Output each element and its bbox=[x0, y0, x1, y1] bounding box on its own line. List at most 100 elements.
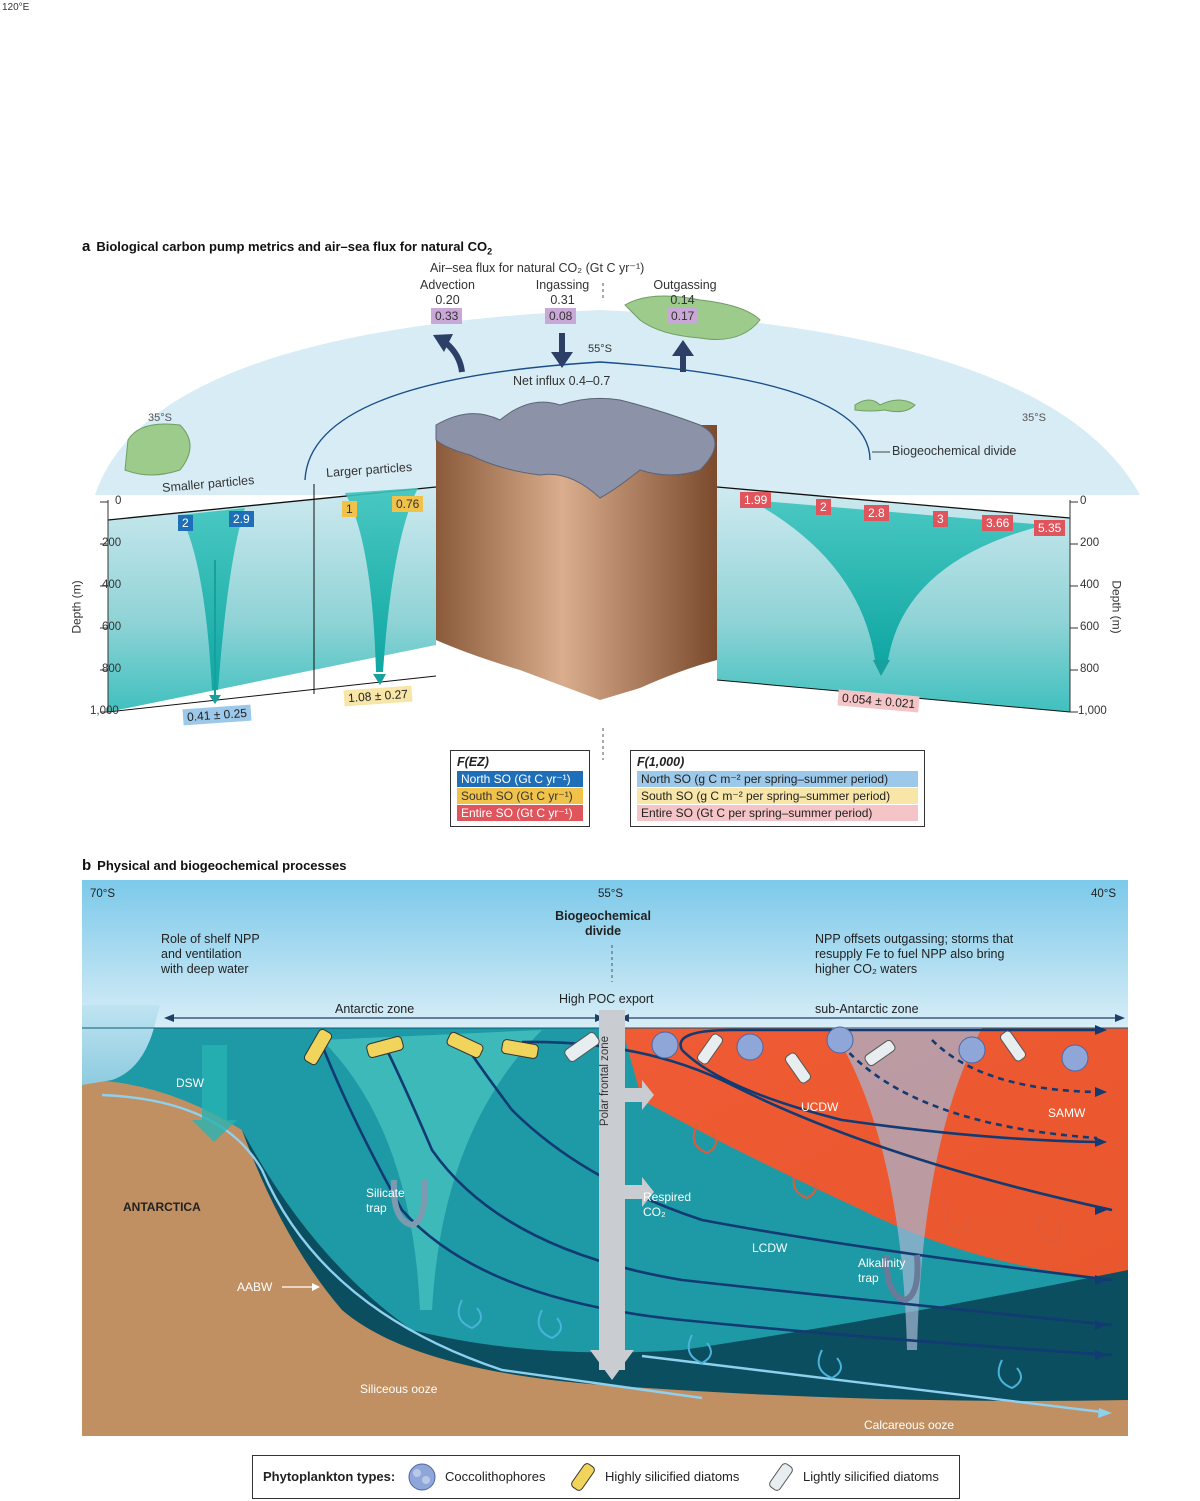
ucdw-label: UCDW bbox=[801, 1100, 839, 1114]
siliceous-ooze-label: Siliceous ooze bbox=[360, 1382, 438, 1396]
antarctic-zone-label: Antarctic zone bbox=[335, 1002, 415, 1016]
funnel-north-arrow bbox=[209, 695, 221, 704]
panel-b-letter: b bbox=[82, 857, 92, 874]
phytoplankton-legend: Phytoplankton types: Coccolithophores Hi… bbox=[252, 1455, 960, 1499]
south-value-1: 1 bbox=[342, 501, 357, 517]
depth-tick-right-0: 0 bbox=[1080, 495, 1087, 507]
silicate-trap-label-2: trap bbox=[366, 1201, 387, 1215]
polar-frontal-zone-column bbox=[599, 1010, 625, 1370]
antarctica-cylinder bbox=[436, 425, 717, 700]
antarctica-top bbox=[435, 397, 716, 499]
ingassing-value: 0.31 bbox=[550, 293, 575, 307]
entire-value-4: 3 bbox=[933, 511, 948, 527]
biogeochemical-divide-label-b-1: Biogeochemical bbox=[555, 909, 651, 923]
panel-a-title-text: Biological carbon pump metrics and air–s… bbox=[96, 239, 488, 254]
alkalinity-trap-label-2: trap bbox=[858, 1271, 879, 1285]
alkalinity-trap-arrow bbox=[883, 1254, 921, 1304]
advection-value: 0.20 bbox=[435, 293, 460, 307]
lat-55-label-b: 55°S bbox=[598, 888, 624, 900]
ucdw-upper-line bbox=[679, 1028, 1097, 1051]
bottom-eddy-4 bbox=[817, 1349, 842, 1380]
legend-fez-title: F(EZ) bbox=[457, 755, 489, 769]
lcdw-line-4 bbox=[320, 1044, 1113, 1357]
coccolithophore-4 bbox=[958, 1036, 986, 1064]
polar-frontal-zone-label: Polar frontal zone bbox=[599, 1035, 612, 1127]
panel-b-diagram bbox=[82, 880, 1128, 1436]
dsw-label: DSW bbox=[176, 1076, 204, 1090]
outgassing-label: Outgassing bbox=[653, 278, 717, 292]
lightly-silicified-diatom-5 bbox=[999, 1030, 1027, 1062]
outgassing-value: 0.14 bbox=[670, 293, 695, 307]
depth-tick-right-800: 800 bbox=[1080, 663, 1100, 675]
funnel-south bbox=[345, 488, 418, 672]
warm-eddy-2 bbox=[792, 1169, 817, 1200]
respired-co2-arrow-2 bbox=[625, 1177, 654, 1207]
antarctica-label: ANTARCTICA bbox=[123, 1200, 201, 1214]
panel-a-diagram bbox=[95, 283, 1140, 760]
lat-35-right-label: 35°S bbox=[1022, 412, 1046, 424]
advection-label: Advection bbox=[420, 278, 475, 292]
depth-ticks-left bbox=[100, 500, 109, 713]
subantarctic-zone-label: sub-Antarctic zone bbox=[815, 1002, 919, 1016]
silicate-trap-arrow bbox=[390, 1179, 428, 1229]
highly-silicified-diatoms-legend-label: Highly silicified diatoms bbox=[605, 1469, 740, 1484]
depth-tick-left-800: 800 bbox=[102, 663, 122, 675]
phytoplankton-symbols bbox=[303, 1026, 1089, 1084]
bottom-eddy-2 bbox=[537, 1309, 562, 1340]
depth-tick-right-400: 400 bbox=[1080, 579, 1100, 591]
legend-f1000-north: North SO (g C m⁻² per spring–summer peri… bbox=[637, 771, 918, 787]
entire-value-6: 5.35 bbox=[1034, 520, 1066, 536]
lightly-silicified-diatom-2 bbox=[696, 1033, 724, 1065]
npp-text-3: higher CO₂ waters bbox=[815, 962, 918, 976]
legend-fez-south: South SO (Gt C yr⁻¹) bbox=[457, 788, 583, 804]
legend-f1000-entire: Entire SO (Gt C per spring–summer period… bbox=[637, 805, 918, 821]
depth-axis-label-left: Depth (m) bbox=[69, 580, 84, 634]
calcareous-ooze-label: Calcareous ooze bbox=[864, 1418, 955, 1432]
funnel-north bbox=[180, 508, 245, 690]
lcdw-label: LCDW bbox=[752, 1241, 788, 1255]
panel-a-title: a Biological carbon pump metrics and air–… bbox=[82, 238, 492, 257]
highly-silicified-diatom-4 bbox=[501, 1039, 539, 1059]
net-influx-label: Net influx 0.4–0.7 bbox=[513, 374, 611, 388]
bottom-eddy-3 bbox=[687, 1334, 712, 1365]
warm-eddy-3 bbox=[945, 1204, 970, 1235]
coccolithophore-1 bbox=[651, 1031, 679, 1059]
coccolithophore-3 bbox=[826, 1026, 854, 1054]
silicate-trap-label-1: Silicate bbox=[366, 1186, 405, 1200]
respired-co2-label-1: Respired bbox=[643, 1190, 692, 1204]
legend-f1000-south: South SO (g C m⁻² per spring–summer peri… bbox=[637, 788, 918, 804]
lat-40-label: 40°S bbox=[1091, 888, 1117, 900]
high-poc-export-label: High POC export bbox=[559, 992, 654, 1006]
silicate-export-funnel bbox=[322, 1030, 542, 1310]
highly-silicified-diatom-icon bbox=[571, 1463, 595, 1491]
shelf-sinking-arrow bbox=[192, 1045, 237, 1142]
lcdw-line-2 bbox=[460, 1039, 1113, 1282]
ingassing-boxed-value: 0.08 bbox=[545, 308, 577, 324]
samw-dashed-1 bbox=[931, 1039, 1098, 1094]
highly-silicified-diatom-2 bbox=[366, 1035, 404, 1059]
lat-35-left-label: 35°S bbox=[148, 412, 172, 424]
lightly-silicified-diatom-3 bbox=[784, 1052, 812, 1084]
africa-landmass bbox=[124, 423, 191, 476]
nz-landmass bbox=[854, 399, 916, 413]
lightly-silicified-diatom-4 bbox=[864, 1039, 896, 1067]
panel-a-title-sub: 2 bbox=[487, 246, 493, 257]
coccolithophore-icon bbox=[408, 1463, 436, 1491]
panel-a-letter: a bbox=[82, 238, 91, 255]
corner-longitude-label: 120°E bbox=[2, 2, 30, 13]
funnel-south-arrow bbox=[373, 674, 386, 685]
lightly-silicified-diatom-1 bbox=[564, 1032, 600, 1062]
entire-value-2: 2 bbox=[816, 499, 831, 515]
shelf-text-3: with deep water bbox=[161, 962, 249, 976]
samw-dashed-2 bbox=[841, 1044, 1098, 1140]
depth-tick-right-1000: 1,000 bbox=[1078, 705, 1107, 717]
depth-tick-left-200: 200 bbox=[102, 537, 122, 549]
ucdw-loop-line bbox=[681, 1049, 1098, 1144]
npp-text-2: resupply Fe to fuel NPP also bring bbox=[815, 947, 1005, 961]
outgassing-boxed-value: 0.17 bbox=[667, 308, 699, 324]
lat-70-label: 70°S bbox=[90, 888, 116, 900]
funnel-entire bbox=[750, 500, 1045, 660]
warm-eddy-1 bbox=[692, 1124, 717, 1155]
lightly-silicified-diatom-icon bbox=[769, 1463, 793, 1491]
